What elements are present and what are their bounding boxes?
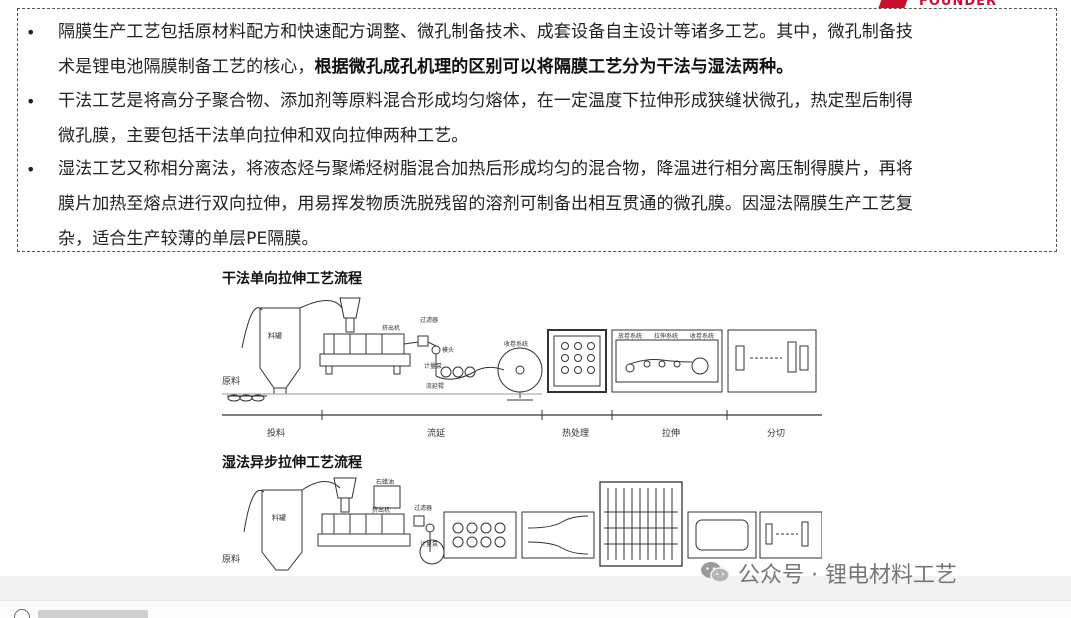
toolbar-label-placeholder	[38, 610, 148, 618]
stage-heat: 热处理	[562, 427, 589, 439]
label-meter-2: 计量泵	[420, 540, 438, 548]
label-extruder-2: 挤出机	[372, 506, 390, 514]
stage-cast: 流延	[427, 427, 445, 439]
bullet-line: 湿法工艺又称相分离法，将液态烃与聚烯烃树脂混合加热后形成均匀的混合物，降温进行相…	[58, 152, 1043, 187]
label-winder: 收卷系统	[504, 340, 528, 348]
label-silo-2: 料罐	[272, 513, 286, 522]
label-oil: 石蜡油	[376, 478, 394, 486]
label-meter: 计量泵	[424, 362, 442, 370]
line-text: 湿法工艺又称相分离法，将液态烃与聚烯烃树脂混合加热后形成均匀的混合物，降温进行相…	[58, 159, 913, 179]
bullet-dot-icon: •	[26, 92, 36, 111]
bullet-line: 术是锂电池隔膜制备工艺的核心，根据微孔成孔机理的区别可以将隔膜工艺分为干法与湿法…	[58, 50, 1043, 85]
bullet-line: 膜片加热至熔点进行双向拉伸，用易挥发物质洗脱残留的溶剂可制备出相互贯通的微孔膜。…	[58, 187, 1043, 222]
diagram2-title: 湿法异步拉伸工艺流程	[222, 455, 362, 471]
label-unwind: 放卷系统	[618, 332, 642, 340]
label-silo: 料罐	[268, 331, 282, 340]
label-cast: 流延辊	[426, 382, 444, 390]
emphasis-text: 根据微孔成孔机理的区别可以将隔膜工艺分为干法与湿法两种。	[314, 57, 794, 77]
dry-process-diagram: 料罐 原料 挤出机 过滤器 模头 计量泵 流延辊 收卷系统 放卷系统 拉伸系统 …	[222, 297, 822, 439]
wechat-icon	[701, 562, 730, 583]
bullet-line: 隔膜生产工艺包括原材料配方和快速配方调整、微孔制备技术、成套设备自主设计等诸多工…	[58, 15, 1043, 50]
diagram1-title: 干法单向拉伸工艺流程	[222, 271, 362, 287]
label-rewind: 收卷系统	[690, 332, 714, 340]
silo-shape	[259, 307, 301, 389]
line-text: 术是锂电池隔膜制备工艺的核心，	[58, 57, 315, 77]
label-filter-2: 过滤器	[414, 504, 432, 512]
watermark: 公众号 · 锂电材料工艺	[700, 558, 957, 588]
line-text: 微孔膜，主要包括干法单向拉伸和双向拉伸两种工艺。	[58, 126, 469, 146]
summary-box: • 隔膜生产工艺包括原材料配方和快速配方调整、微孔制备技术、成套设备自主设计等诸多…	[17, 8, 1057, 252]
stage-slit: 分切	[767, 428, 785, 439]
bottom-toolbar	[0, 600, 1071, 618]
label-stretch: 拉伸系统	[654, 332, 678, 340]
bullet-text: 干法工艺是将高分子聚合物、添加剂等原料混合形成均匀熔体，在一定温度下拉伸形成狭缝…	[58, 84, 1043, 154]
line-text: 膜片加热至熔点进行双向拉伸，用易挥发物质洗脱残留的溶剂可制备出相互贯通的微孔膜。…	[58, 194, 913, 214]
line-text: 杂，适合生产较薄的单层PE隔膜。	[58, 229, 319, 249]
label-filter: 过滤器	[420, 316, 438, 324]
label-die: 模头	[442, 346, 454, 354]
line-text: 隔膜生产工艺包括原材料配方和快速配方调整、微孔制备技术、成套设备自主设计等诸多工…	[58, 22, 913, 42]
comment-icon[interactable]	[14, 609, 30, 618]
bullet-text: 隔膜生产工艺包括原材料配方和快速配方调整、微孔制备技术、成套设备自主设计等诸多工…	[58, 15, 1043, 85]
wet-process-diagram: 料罐 石蜡油 挤出机 过滤器 计量泵 原料	[222, 477, 822, 571]
stage-feed: 投料	[267, 427, 285, 439]
bullet-line: 微孔膜，主要包括干法单向拉伸和双向拉伸两种工艺。	[58, 119, 1043, 154]
bullet-line: 杂，适合生产较薄的单层PE隔膜。	[58, 222, 1043, 257]
label-extruder: 挤出机	[382, 324, 400, 332]
watermark-bar	[0, 576, 1071, 600]
bullet-dot-icon: •	[26, 23, 36, 42]
label-raw-2: 原料	[222, 553, 240, 565]
label-raw: 原料	[222, 375, 240, 387]
watermark-text: 公众号 · 锂电材料工艺	[738, 563, 957, 588]
stage-stretch: 拉伸	[662, 427, 680, 439]
line-text: 干法工艺是将高分子聚合物、添加剂等原料混合形成均匀熔体，在一定温度下拉伸形成狭缝…	[58, 91, 913, 111]
bullet-text: 湿法工艺又称相分离法，将液态烃与聚烯烃树脂混合加热后形成均匀的混合物，降温进行相…	[58, 152, 1043, 257]
bullet-line: 干法工艺是将高分子聚合物、添加剂等原料混合形成均匀熔体，在一定温度下拉伸形成狭缝…	[58, 84, 1043, 119]
bullet-dot-icon: •	[26, 160, 36, 179]
